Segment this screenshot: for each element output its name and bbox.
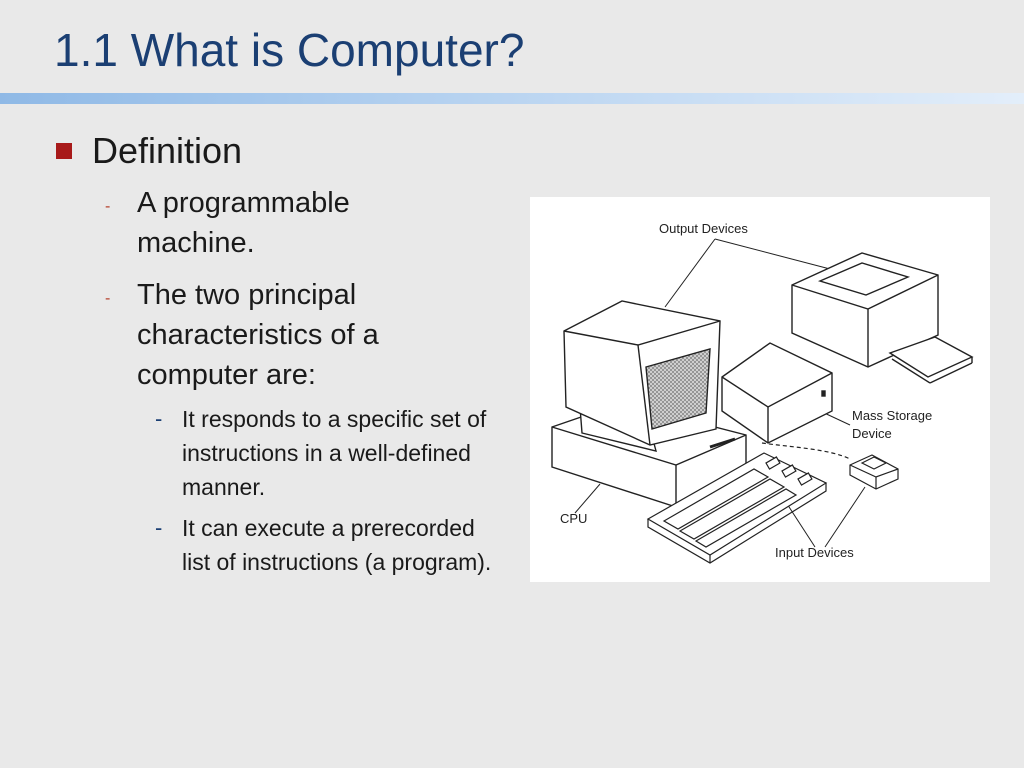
label-output-devices: Output Devices xyxy=(659,221,748,236)
dash-bullet-icon: - xyxy=(105,290,111,307)
keyboard-icon xyxy=(646,452,828,564)
square-bullet-icon xyxy=(56,143,72,159)
mass-storage-icon xyxy=(721,342,833,444)
bullet-principal-characteristics: The two principal characteristics of a c… xyxy=(137,279,379,391)
label-mass-storage-device: Device xyxy=(852,426,892,441)
bullet-definition: Definition xyxy=(92,130,243,171)
dash-bullet-icon: - xyxy=(155,406,163,431)
dash-bullet-icon: - xyxy=(105,198,111,215)
monitor-icon xyxy=(563,300,721,452)
dash-bullet-icon: - xyxy=(155,515,163,540)
bullet-programmable-machine: A programmable machine. xyxy=(137,187,350,259)
label-cpu: CPU xyxy=(560,511,587,526)
bullet-execute-program: It can execute a prerecorded list of ins… xyxy=(182,515,492,575)
mouse-icon xyxy=(761,442,899,490)
bullet-responds-instructions: It responds to a specific set of instruc… xyxy=(182,406,487,500)
label-mass-storage: Mass Storage xyxy=(852,408,932,423)
printer-icon xyxy=(791,252,974,384)
label-input-devices: Input Devices xyxy=(775,545,854,560)
slide-title: 1.1 What is Computer? xyxy=(54,24,525,76)
title-divider xyxy=(0,93,1024,104)
computer-diagram: Output Devices Mass Storage Device CPU I… xyxy=(530,197,990,582)
